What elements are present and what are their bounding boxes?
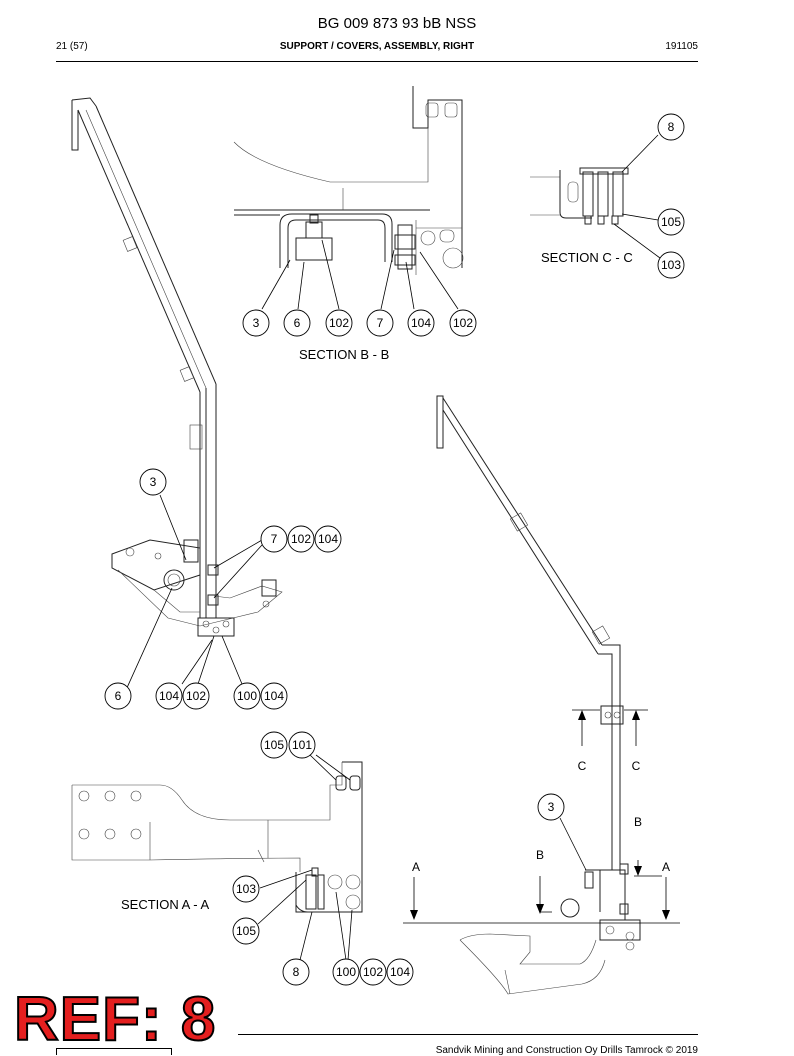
callout-number: 104	[411, 316, 431, 330]
callout-group-section-c: 8 105 103	[657, 113, 685, 279]
callout-number: 3	[548, 800, 555, 814]
section-a-marker: A	[412, 860, 420, 874]
callout-bubble: 104	[386, 958, 414, 986]
callout-bubble: 105	[260, 731, 288, 759]
callout-number: 3	[150, 475, 157, 489]
callout-bubble: 104	[314, 525, 342, 553]
callout-group-main-view: 3 7 102 104 6 104 102 100 104	[104, 468, 342, 710]
header-rule	[56, 61, 698, 62]
callout-number: 7	[271, 532, 278, 546]
callout-bubble: 8	[657, 113, 685, 141]
callout-number: 104	[159, 689, 179, 703]
callout-number: 100	[237, 689, 257, 703]
section-c-c-view	[530, 134, 661, 259]
callout-bubble: 104	[260, 682, 288, 710]
page-title: SUPPORT / COVERS, ASSEMBLY, RIGHT	[279, 41, 475, 52]
callout-bubble: 105	[232, 917, 260, 945]
callout-bubble: 102	[287, 525, 315, 553]
callout-bubble: 105	[657, 208, 685, 236]
callout-group-section-a: 105 101 103 105 8 100 102 104	[232, 731, 414, 986]
section-c-marker: C	[578, 759, 587, 773]
callout-bubble: 102	[325, 309, 353, 337]
brand-logo-mark	[56, 1048, 172, 1055]
section-c-marker: C	[632, 759, 641, 773]
callout-bubble: 103	[232, 875, 260, 903]
callout-bubble: 102	[182, 682, 210, 710]
document-number: BG 009 873 93 bB NSS	[317, 15, 477, 32]
callout-number: 105	[264, 738, 284, 752]
callout-bubble: 3	[537, 793, 565, 821]
callout-number: 102	[363, 965, 383, 979]
callout-bubble: 102	[449, 309, 477, 337]
callout-bubble: 100	[332, 958, 360, 986]
main-assembly-view	[71, 97, 283, 691]
section-a-a-label: SECTION A - A	[121, 897, 209, 912]
side-view	[403, 395, 680, 995]
callout-number: 103	[236, 882, 256, 896]
section-a-marker: A	[662, 860, 670, 874]
callout-number: 105	[236, 924, 256, 938]
callout-bubble: 3	[242, 309, 270, 337]
callout-number: 8	[293, 965, 300, 979]
section-b-marker: B	[634, 815, 642, 829]
callout-number: 3	[253, 316, 260, 330]
callout-bubble: 6	[283, 309, 311, 337]
callout-number: 104	[318, 532, 338, 546]
callout-number: 104	[264, 689, 284, 703]
section-b-marker: B	[536, 848, 544, 862]
callout-bubble: 103	[657, 251, 685, 279]
section-markers: C C B B A A	[412, 759, 670, 874]
callout-number: 102	[329, 316, 349, 330]
section-b-b-label: SECTION B - B	[299, 347, 389, 362]
page-number: 21 (57)	[56, 41, 88, 52]
callout-number: 100	[336, 965, 356, 979]
callout-bubble: 100	[233, 682, 261, 710]
callout-number: 7	[377, 316, 384, 330]
callout-number: 101	[292, 738, 312, 752]
ref-watermark: REF: 8	[13, 984, 217, 1055]
section-a-a-view	[71, 754, 363, 961]
callout-bubble: 8	[282, 958, 310, 986]
callout-bubble: 7	[366, 309, 394, 337]
callout-bubble: 104	[407, 309, 435, 337]
callout-bubble: 7	[260, 525, 288, 553]
callout-bubble: 102	[359, 958, 387, 986]
callout-number: 102	[453, 316, 473, 330]
callout-number: 102	[186, 689, 206, 703]
callout-group-section-b: 3 6 102 7 104 102	[242, 309, 477, 337]
callout-bubble: 6	[104, 682, 132, 710]
callout-bubble: 104	[155, 682, 183, 710]
callout-number: 104	[390, 965, 410, 979]
callout-number: 102	[291, 532, 311, 546]
callout-group-side-view: 3	[537, 793, 565, 821]
callout-number: 8	[668, 120, 675, 134]
section-c-c-label: SECTION C - C	[541, 250, 633, 265]
callout-bubble: 101	[288, 731, 316, 759]
callout-number: 6	[115, 689, 122, 703]
section-b-b-view	[233, 86, 464, 310]
callout-number: 103	[661, 258, 681, 272]
document-date: 191105	[665, 41, 698, 52]
footer-copyright: Sandvik Mining and Construction Oy Drill…	[435, 1045, 698, 1056]
callout-bubble: 3	[139, 468, 167, 496]
footer-rule	[238, 1034, 698, 1035]
callout-number: 6	[294, 316, 301, 330]
callout-number: 105	[661, 215, 681, 229]
